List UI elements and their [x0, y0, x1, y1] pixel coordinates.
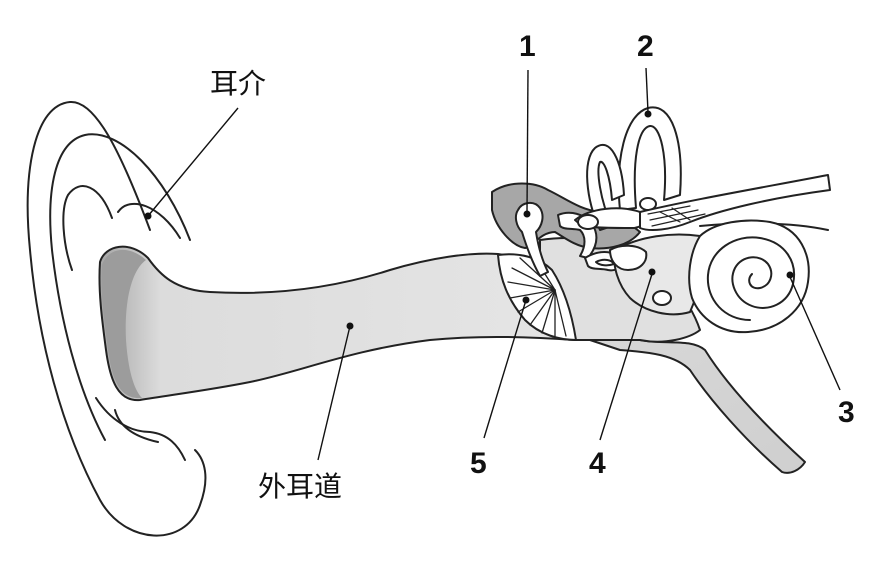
leader-3	[789, 276, 841, 391]
semicircular-canals-shape	[574, 106, 682, 231]
leader-2	[645, 67, 649, 113]
leader-5-dot	[522, 296, 530, 304]
leader-1	[526, 69, 529, 213]
label-3: 3	[838, 396, 855, 429]
leader-ear-canal-dot	[346, 322, 354, 330]
label-4: 4	[589, 447, 606, 480]
ear-canal-shape	[98, 245, 611, 402]
leader-2-dot	[644, 110, 652, 118]
leader-4	[599, 273, 653, 441]
leader-pinna-dot	[144, 212, 152, 220]
label-2: 2	[637, 30, 654, 63]
vestibule-shape	[609, 233, 703, 316]
leader-3-dot	[786, 271, 794, 279]
leader-lines	[144, 67, 841, 461]
pinna-shape	[26, 100, 207, 537]
eustachian-tube-shape	[574, 334, 806, 474]
label-5: 5	[470, 447, 487, 480]
leader-5	[483, 299, 527, 439]
leader-1-dot	[523, 210, 531, 218]
label-1: 1	[519, 30, 536, 63]
leader-4-dot	[648, 268, 656, 276]
leader-pinna	[147, 107, 239, 217]
leader-ear-canal	[317, 325, 351, 461]
label-ear-canal: 外耳道	[258, 470, 342, 503]
cochlea-shape	[688, 219, 810, 334]
label-pinna: 耳介	[210, 67, 266, 100]
